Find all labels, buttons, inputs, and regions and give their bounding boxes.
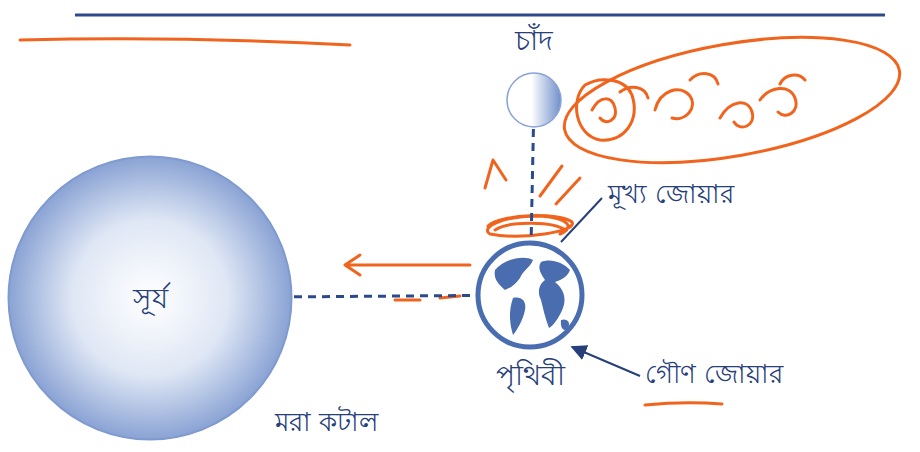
continent xyxy=(539,260,570,328)
node-label: পৃথিবী xyxy=(496,358,565,393)
callout-label: মূখ্য জোয়ার xyxy=(608,178,734,211)
earth-node: পৃথিবী xyxy=(475,240,585,350)
moon-node: চাঁদ xyxy=(506,72,562,128)
annotation-tick xyxy=(556,178,580,204)
dashed-connector xyxy=(294,295,473,296)
annotation-ellipse xyxy=(555,15,909,184)
annotation-underline xyxy=(645,403,722,405)
caption: মরা কটাল xyxy=(275,406,378,439)
dashed-connector xyxy=(531,129,533,238)
node-label: চাঁদ xyxy=(515,23,553,58)
earth-shape xyxy=(475,240,585,350)
annotation-stroke xyxy=(20,39,350,45)
annotation-scrawl xyxy=(655,74,718,119)
leader-arrow xyxy=(572,347,640,376)
annotation-caret xyxy=(485,160,506,188)
sun-node: সূর্য xyxy=(7,155,293,441)
annotation-arrow xyxy=(345,255,470,275)
callout-label: গৌণ জোয়ার xyxy=(645,358,783,391)
node-label: সূর্য xyxy=(133,281,168,316)
continent xyxy=(495,258,533,290)
annotation-scrawl xyxy=(720,75,805,127)
sun-disc xyxy=(9,157,292,440)
continent xyxy=(510,298,525,336)
annotation-scrawl xyxy=(592,87,648,121)
earth-globe xyxy=(478,243,582,347)
top-rule xyxy=(75,14,885,17)
moon-disc xyxy=(507,73,561,127)
moon-shape xyxy=(506,72,562,128)
continent xyxy=(561,319,569,329)
annotation-tick xyxy=(540,166,562,196)
